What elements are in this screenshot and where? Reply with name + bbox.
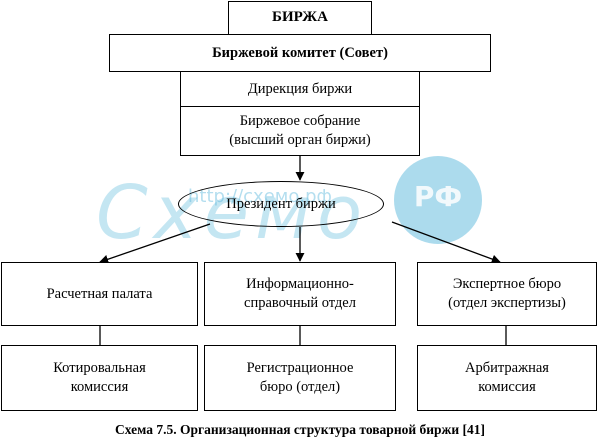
arrow-president-to-clearing: [99, 223, 211, 264]
node-expert: Экспертное бюро (отдел экспертизы): [417, 262, 597, 326]
node-arbitration: Арбитражная комиссия: [417, 345, 597, 411]
node-president: Президент биржи: [178, 181, 384, 227]
figure-caption: Схема 7.5. Организационная структура тов…: [115, 422, 485, 437]
node-registration: Регистрационное бюро (отдел): [204, 345, 396, 411]
node-exchange: БИРЖА: [228, 1, 372, 35]
node-directorate: Дирекция биржи: [180, 71, 420, 107]
node-info: Информационно- справочный отдел: [204, 262, 396, 326]
node-committee: Биржевой комитет (Совет): [109, 34, 491, 72]
node-assembly: Биржевое собрание (высший орган биржи): [180, 106, 420, 156]
node-clearing: Расчетная палата: [1, 262, 198, 326]
watermark-circle-icon: [394, 156, 482, 244]
node-quotation: Котировальная комиссия: [1, 345, 198, 411]
watermark-badge: РФ: [413, 180, 463, 213]
arrow-president-to-expert: [391, 221, 501, 264]
